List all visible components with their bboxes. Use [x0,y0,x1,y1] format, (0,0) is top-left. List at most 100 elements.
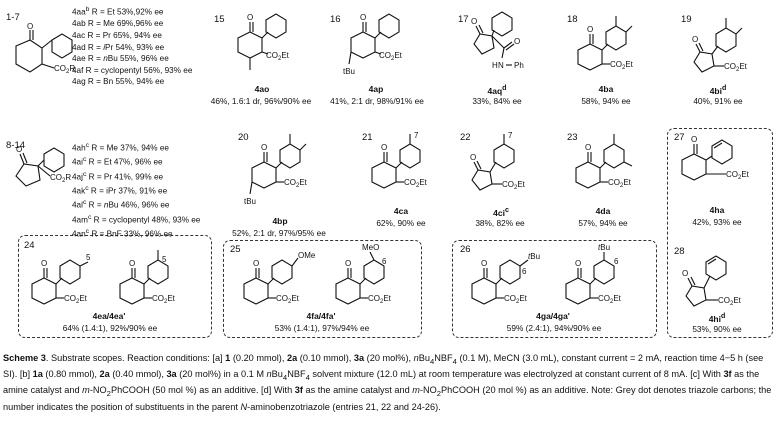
svg-text:O: O [470,153,476,162]
entry-result: 53% (1.4:1), 97%/94% ee [274,323,370,333]
svg-text:CO2Et: CO2Et [64,294,88,305]
svg-text:tBu: tBu [528,252,540,261]
svg-text:CO2Et: CO2Et [724,62,748,73]
svg-text:CO2Et: CO2Et [610,60,634,71]
list-item: 4akc R = iPr 37%, 91% ee [72,184,168,196]
svg-text:O: O [253,259,259,268]
svg-text:CO2Et: CO2Et [718,296,742,307]
svg-text:CO2Et: CO2Et [608,178,632,189]
svg-text:OMe: OMe [298,251,316,260]
entry-number-22: 22 [460,132,471,143]
entry-number-17: 17 [458,14,469,25]
structure-24b: O 5 CO2Et [119,250,176,305]
svg-text:CO2Et: CO2Et [368,294,392,305]
entry-result: 41%, 2:1 dr, 98%/91% ee [330,96,424,106]
entry-number-16: 16 [330,14,341,25]
structure-15: O CO2Et [237,13,290,70]
entry-number-21: 21 [362,132,373,143]
structure-17: O O H N Ph [471,11,524,70]
structure-26a: O tBu 6 CO2Et [471,252,540,305]
svg-text:CO2Et: CO2Et [404,178,428,189]
svg-text:Ph: Ph [514,61,524,70]
entry-label: 4bid [709,84,727,96]
entry-label: 4ba [598,84,614,94]
list-item: 4ajc R = Pr 41%, 99% ee [72,170,164,182]
svg-text:5: 5 [86,253,91,262]
svg-text:7: 7 [414,131,419,140]
structure-24a: O 5 CO2Et [31,253,91,305]
structure-28: O CO2Et [682,255,742,307]
svg-text:O: O [682,269,688,278]
entry-label: 4da [595,206,611,216]
structure-20: O CO2Et tBu [244,134,308,206]
structure-18: O CO2Et [577,16,634,71]
entry-label: 4bp [272,216,288,226]
structure-23: O CO2Et [575,134,633,189]
svg-text:tBu: tBu [343,67,355,76]
entry-number-27: 27 [674,132,685,143]
entry-label: 4hid [708,312,726,324]
svg-text:O: O [481,259,487,268]
entry-label: 4ao [254,84,270,94]
svg-text:O: O [345,259,351,268]
svg-text:O: O [471,17,477,26]
list-item: 4anc R = BnF 33%, 96% ee [72,227,173,239]
entry-result: 40%, 91% ee [693,96,743,106]
svg-text:O: O [360,13,366,22]
entry-number-20: 20 [238,132,249,143]
svg-text:CO2R: CO2R [54,64,75,75]
svg-text:CO2Et: CO2Et [598,294,622,305]
svg-text:CO2Et: CO2Et [284,178,308,189]
mol-text-o: O [27,22,33,31]
entry-number-26: 26 [460,244,471,255]
structure-16: O CO2Et tBu [343,13,403,76]
svg-text:CO2Et: CO2Et [276,294,300,305]
svg-text:O: O [585,143,591,152]
structure-1-7: O CO2R [15,22,75,75]
svg-text:CO2Et: CO2Et [502,180,526,191]
svg-text:O: O [691,135,697,144]
box-entry-24 [18,235,212,338]
entry-result: 33%, 84% ee [472,96,522,106]
entry-result: 52%, 2:1 dr, 97%/95% ee [232,228,326,238]
svg-text:6: 6 [522,267,527,276]
list-item: 4ac R = Pr 65%, 94% ee [72,30,162,40]
svg-text:CO2Et: CO2Et [726,170,750,181]
svg-text:CO2Et: CO2Et [152,294,176,305]
entry-label: 4ea/4ea' [92,311,126,321]
list-item: 4alc R = nBu 46%, 96% ee [72,199,170,211]
list-item: 4aab R = Et 53%,92% ee [72,6,164,17]
structure-27: O CO2Et [681,135,750,181]
list-item: 4af R = cyclopentyl 56%, 93% ee [72,65,193,75]
svg-text:6: 6 [382,257,387,266]
svg-text:5: 5 [162,255,167,264]
svg-text:O: O [514,37,520,46]
svg-text:CO2Et: CO2Et [504,294,528,305]
entry-range-8-14: 8-14 [6,140,26,151]
svg-text:7: 7 [508,131,513,140]
entry-label: 4ga/4ga' [536,311,570,321]
svg-text:O: O [41,259,47,268]
structure-22: O 7 CO2Et [470,131,526,191]
structure-25b: O MeO 6 CO2Et [335,243,392,305]
list-8-14: 4ahc R = Me 37%, 94% ee 4aic R = Et 47%,… [72,140,200,240]
svg-text:O: O [587,25,593,34]
list-item: 4ahc R = Me 37%, 94% ee [72,142,169,153]
entry-number-24: 24 [24,240,35,251]
box-entry-25 [223,240,422,338]
entry-label: 4cic [493,206,509,218]
structure-8-14: O CO2R [15,145,71,187]
svg-text:O: O [247,13,253,22]
entry-label: 4ca [393,206,409,216]
svg-text:O: O [692,35,698,44]
scheme-caption: Scheme 3. Substrate scopes. Reaction con… [3,353,772,412]
entry-result: 64% (1.4:1), 92%/90% ee [62,323,158,333]
entry-result: 59% (2.4:1), 94%/90% ee [506,323,602,333]
svg-text:tBu: tBu [244,197,256,206]
svg-text:MeO: MeO [362,243,379,252]
svg-text:O: O [129,259,135,268]
svg-text:N: N [498,61,504,70]
entry-result: 58%, 94% ee [581,96,631,106]
entry-result: 53%, 90% ee [692,324,742,334]
list-item: 4ad R = iPr 54%, 93% ee [72,42,165,52]
